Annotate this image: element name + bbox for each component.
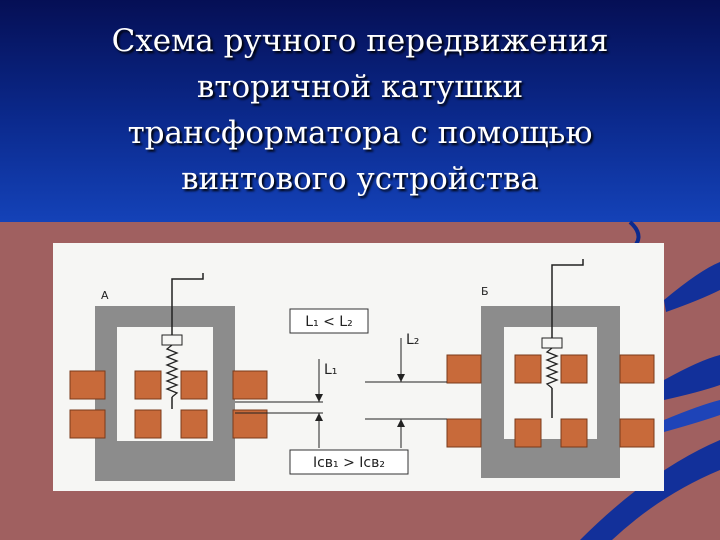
dimension-lines (235, 338, 447, 448)
label-l1: L₁ (324, 362, 337, 378)
relation-text-top: L₁ < L₂ (305, 314, 352, 330)
coil-b-inner-right-top (560, 354, 588, 384)
relation-box-bottom (289, 449, 409, 475)
title-line-4: винтового устройства (181, 161, 539, 197)
screw-thread-a (165, 344, 179, 398)
coil-a-inner-right-bottom (180, 409, 208, 439)
coil-a-inner-left-top (134, 370, 162, 400)
coil-a-inner-right-top (180, 370, 208, 400)
label-l2: L₂ (406, 332, 419, 348)
coil-a-outer-left-top (69, 370, 106, 400)
coil-b-inner-left-top (514, 354, 542, 384)
coil-b-outer-left-top (446, 354, 482, 384)
transformer-diagram: А Б (53, 243, 664, 491)
relation-box-top (289, 308, 369, 334)
title-band (0, 0, 720, 222)
coil-b-inner-right-bottom (560, 418, 588, 448)
slide-title: Схема ручного передвижения вторичной кат… (0, 18, 720, 202)
label-b: Б (481, 285, 489, 298)
transformer-a: А (69, 273, 268, 481)
coil-a-inner-left-bottom (134, 409, 162, 439)
dimension-arrows (315, 374, 405, 427)
coil-b-inner-left-bottom (514, 418, 542, 448)
title-line-3: трансформатора с помощью (127, 115, 593, 151)
label-a: А (101, 289, 109, 302)
coil-a-outer-right-bottom (232, 409, 268, 439)
relation-text-bottom: Iсв₁ > Iсв₂ (313, 455, 385, 471)
screw-handle-b (551, 259, 584, 338)
coil-a-outer-left-bottom (69, 409, 106, 439)
transformer-b: Б (446, 259, 655, 478)
screw-thread-b (545, 347, 559, 389)
coil-a-outer-right-top (232, 370, 268, 400)
coil-b-outer-right-top (619, 354, 655, 384)
title-line-2: вторичной катушки (196, 69, 524, 105)
coil-b-outer-right-bottom (619, 418, 655, 448)
coil-b-outer-left-bottom (446, 418, 482, 448)
screw-handle-a (171, 273, 204, 335)
title-line-1: Схема ручного передвижения (111, 23, 609, 59)
